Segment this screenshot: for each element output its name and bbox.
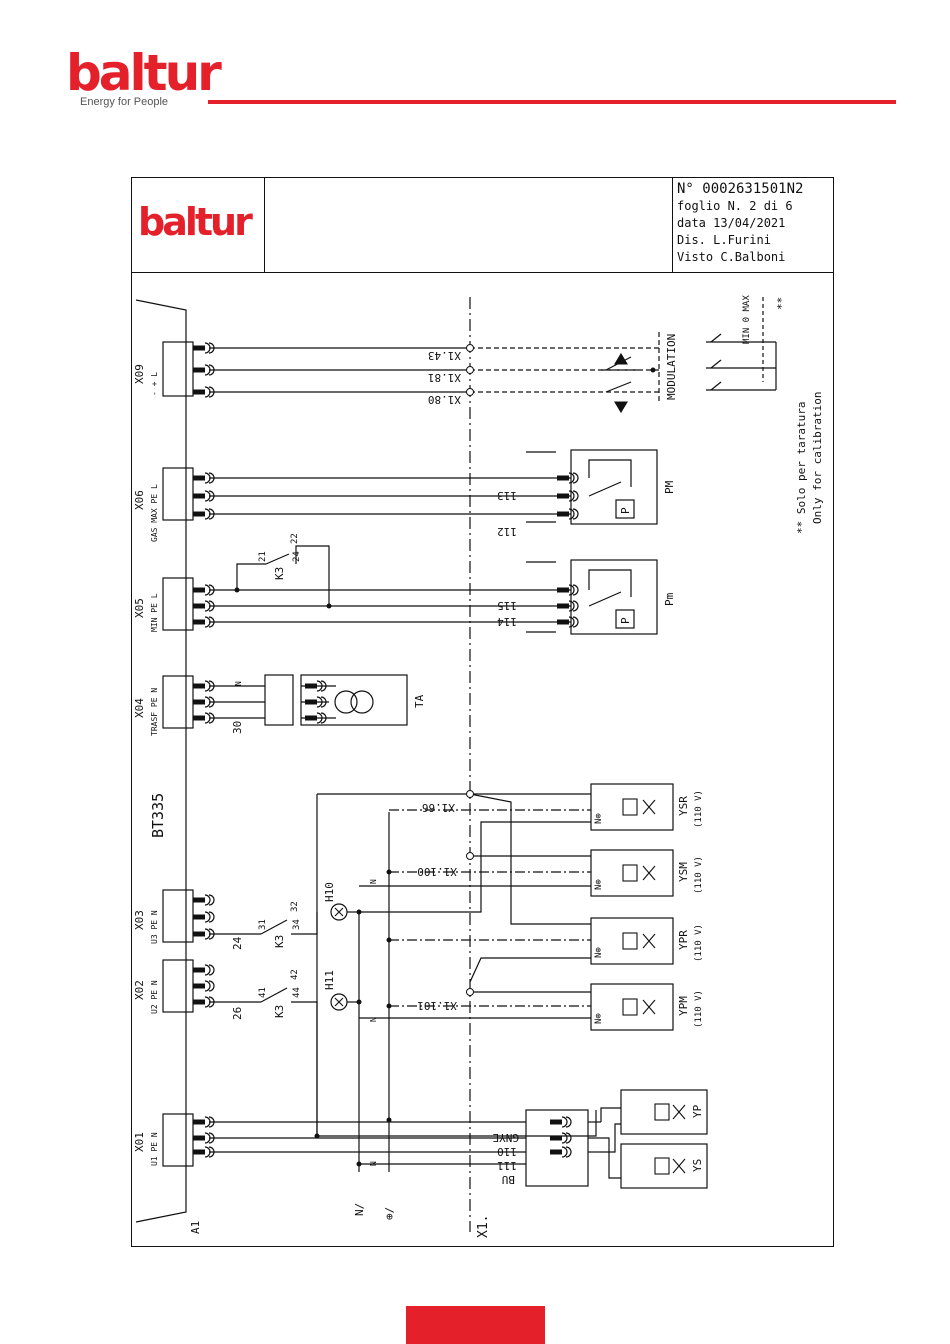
wire-114: 114: [497, 615, 517, 628]
valve-ypm-voltage: (110 V): [694, 990, 704, 1028]
label-pe-bus: ⊕/: [383, 1207, 396, 1220]
contact-44: 44: [292, 987, 302, 998]
label-bt335: BT335: [149, 793, 167, 838]
valve-yp: YP: [691, 1104, 704, 1118]
wire-111: 111: [497, 1159, 517, 1172]
contact-34: 34: [292, 919, 302, 930]
drawing-sheet: baltur N° 0002631501N2 foglio N. 2 di 6 …: [131, 177, 834, 1247]
contact-32: 32: [290, 901, 300, 912]
label-modulation: MODULATION: [665, 334, 678, 400]
label-x09: X09: [133, 364, 146, 384]
titleblock-divider: [264, 178, 265, 272]
valve-ys: YS: [691, 1159, 704, 1172]
label-p: P: [619, 617, 632, 624]
wire-x1-81: X1.81: [428, 371, 461, 384]
wire-30: 30: [231, 721, 244, 734]
wire-x1-101: X1.101: [417, 999, 457, 1012]
wire-26: 26: [231, 1007, 244, 1020]
terminal-n-pe: N⊕: [594, 1013, 604, 1024]
titleblock-divider: [132, 272, 833, 273]
label-x03-pins: U3 PE N: [150, 910, 159, 944]
drawn-by: Dis. L.Furini: [677, 233, 771, 247]
doc-number: N° 0002631501N2: [677, 181, 804, 197]
terminal-n-pe: N⊕: [594, 947, 604, 958]
contact-22: 22: [290, 533, 300, 544]
label-x1: X1.: [476, 1215, 491, 1238]
label-a1: A1: [189, 1221, 202, 1234]
note-calibration-en: Only for calibration: [811, 392, 824, 524]
wire-n: N: [369, 879, 378, 884]
relay-k3: K3: [273, 1005, 286, 1018]
wire-n: N: [369, 1161, 378, 1166]
wire-115: 115: [497, 599, 517, 612]
label-x06-pins: GAS MAX PE L: [150, 484, 159, 542]
relay-k3: K3: [273, 567, 286, 580]
relay-k3: K3: [273, 935, 286, 948]
sheet-number: foglio N. 2 di 6: [677, 199, 793, 213]
label-x04-pins: TRASF PE N: [150, 688, 159, 736]
titleblock-logo: baltur: [138, 200, 253, 244]
wire-110: 110: [497, 1145, 517, 1158]
label-x09-pins: - + L: [150, 372, 159, 396]
lamp-h11: H11: [323, 970, 336, 990]
titleblock-info: N° 0002631501N2 foglio N. 2 di 6 data 13…: [677, 181, 803, 266]
doc-date: data 13/04/2021: [677, 216, 786, 230]
label-x01: X01: [133, 1132, 146, 1152]
contact-31: 31: [258, 919, 268, 930]
wire-x1-80: X1.80: [428, 393, 461, 406]
contact-42: 42: [290, 969, 300, 980]
wire-n: N: [369, 1017, 378, 1022]
label-ta: TA: [413, 694, 426, 708]
contact-21: 21: [258, 551, 268, 562]
wire-x1-100: X1.100: [417, 865, 457, 878]
label-x01-pins: U1 PE N: [150, 1132, 159, 1166]
page-tab: [406, 1306, 545, 1344]
label-x02-pins: U2 PE N: [150, 980, 159, 1014]
valve-ysr: YSR: [677, 796, 690, 816]
wire-113: 113: [497, 489, 517, 502]
label-pm-max: PM: [663, 480, 676, 494]
label-x06: X06: [133, 490, 146, 510]
valve-ysr-voltage: (110 V): [694, 790, 704, 828]
wire-112: 112: [497, 525, 517, 538]
valve-ysm: YSM: [677, 862, 690, 882]
label-x04: X04: [133, 698, 146, 718]
wiring-schematic: X09 - + L X06 GAS MAX PE L X05 MIN PE L …: [133, 295, 824, 1238]
wire-n: N: [234, 681, 243, 686]
label-pm-min: Pm: [663, 592, 676, 606]
terminal-n-pe: N⊕: [594, 879, 604, 890]
label-n-bus: N/: [353, 1203, 366, 1216]
brand-tagline: Energy for People: [80, 96, 169, 108]
label-x03: X03: [133, 910, 146, 930]
lamp-h10: H10: [323, 882, 336, 902]
note-calibration-it: ** Solo per taratura: [795, 402, 808, 534]
label-min-max: MIN 0 MAX: [742, 295, 752, 344]
brand-wordmark: baltur: [66, 44, 222, 102]
wire-x1-66: X1.66: [422, 801, 455, 814]
header-rule: [208, 100, 896, 104]
label-x05: X05: [133, 598, 146, 618]
header-logo: baltur Energy for People: [66, 44, 222, 110]
wire-x1-43: X1.43: [428, 349, 461, 362]
titleblock-divider: [672, 178, 673, 272]
checked-by: Visto C.Balboni: [677, 250, 786, 264]
label-stars: **: [775, 297, 788, 310]
contact-24: 24: [292, 551, 302, 562]
wire-bu: BU: [502, 1173, 515, 1186]
valve-ysm-voltage: (110 V): [694, 856, 704, 894]
wire-24: 24: [231, 936, 244, 950]
valve-ypm: YPM: [677, 996, 690, 1016]
contact-41: 41: [258, 987, 268, 998]
valve-ypr-voltage: (110 V): [694, 924, 704, 962]
wire-gnye: GNYE: [493, 1131, 520, 1144]
terminal-n-pe: N⊕: [594, 813, 604, 824]
label-p: P: [619, 507, 632, 514]
label-x02: X02: [133, 980, 146, 1000]
label-x05-pins: MIN PE L: [150, 593, 159, 632]
valve-ypr: YPR: [677, 930, 690, 950]
